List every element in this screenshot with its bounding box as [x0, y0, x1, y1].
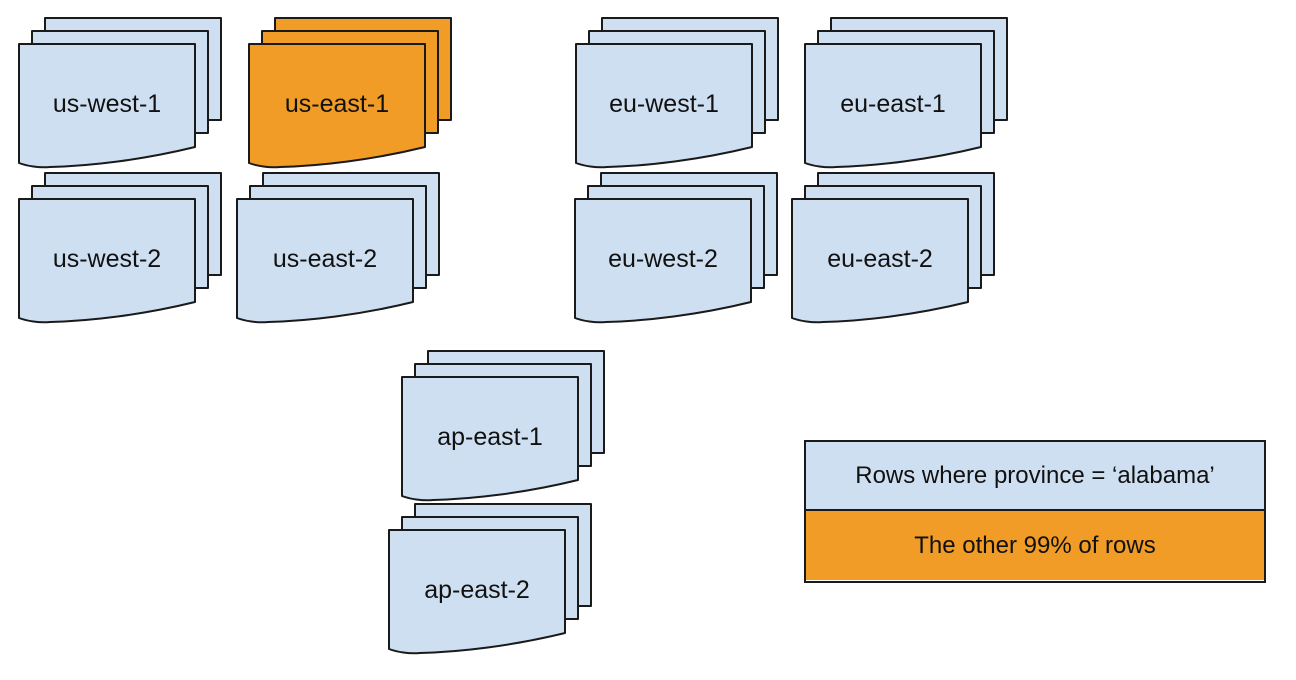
doc-stack-eu-east-1: eu-east-1 — [804, 16, 1009, 173]
document-sheet-front — [18, 43, 196, 169]
document-stack-icon — [18, 172, 222, 324]
legend-item-label: Rows where province = ‘alabama’ — [855, 461, 1215, 489]
doc-stack-ap-east-2: ap-east-2 — [388, 502, 593, 659]
document-stack-icon — [574, 172, 778, 324]
document-stack-icon — [18, 17, 222, 169]
legend: Rows where province = ‘alabama’ The othe… — [804, 440, 1266, 583]
document-stack-icon — [388, 503, 592, 655]
doc-stack-eu-east-2: eu-east-2 — [791, 171, 996, 328]
doc-stack-us-east-2: us-east-2 — [236, 171, 441, 328]
document-sheet-front — [575, 43, 753, 169]
doc-stack-us-west-1: us-west-1 — [18, 16, 223, 173]
document-sheet-front — [236, 198, 414, 324]
document-sheet-front — [791, 198, 969, 324]
legend-item-label: The other 99% of rows — [914, 531, 1156, 559]
document-stack-icon — [401, 350, 605, 502]
legend-item-other-rows: The other 99% of rows — [806, 511, 1264, 580]
document-sheet-front — [18, 198, 196, 324]
doc-stack-us-east-1: us-east-1 — [248, 16, 453, 173]
document-sheet-front — [574, 198, 752, 324]
document-stack-icon — [248, 17, 452, 169]
document-sheet-front — [388, 529, 566, 655]
doc-stack-eu-west-1: eu-west-1 — [575, 16, 780, 173]
document-sheet-front — [401, 376, 579, 502]
document-stack-icon — [804, 17, 1008, 169]
doc-stack-ap-east-1: ap-east-1 — [401, 349, 606, 506]
document-stack-icon — [236, 172, 440, 324]
document-sheet-front — [248, 43, 426, 169]
document-sheet-front — [804, 43, 982, 169]
document-stack-icon — [791, 172, 995, 324]
legend-item-alabama-rows: Rows where province = ‘alabama’ — [806, 442, 1264, 511]
doc-stack-us-west-2: us-west-2 — [18, 171, 223, 328]
document-stack-icon — [575, 17, 779, 169]
doc-stack-eu-west-2: eu-west-2 — [574, 171, 779, 328]
